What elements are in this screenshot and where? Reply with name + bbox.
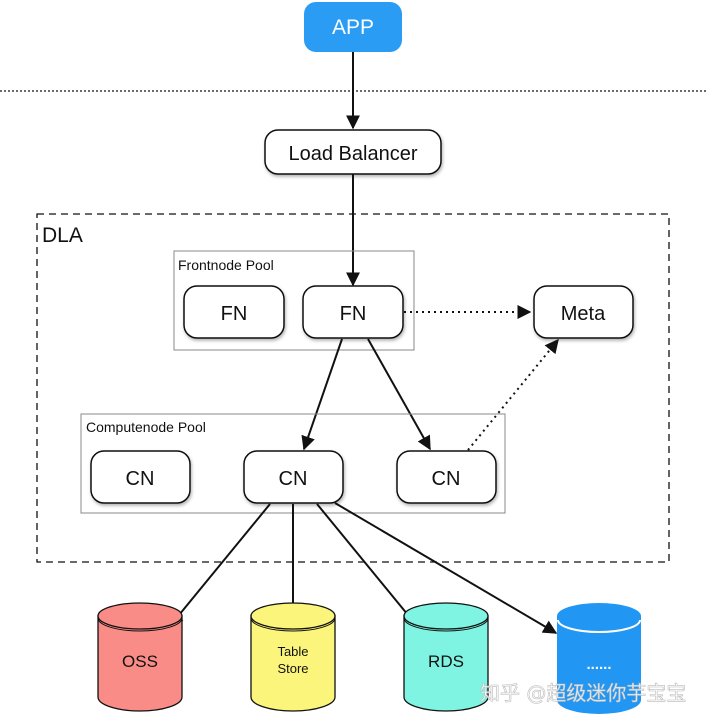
fn-node-1: FN: [183, 285, 285, 339]
cn-label: CN: [126, 468, 155, 490]
rds-label: RDS: [428, 652, 464, 671]
app-node: APP: [304, 2, 402, 52]
cn-label: CN: [279, 468, 308, 490]
other-storage: ......: [557, 603, 641, 714]
fn-box: [302, 285, 404, 339]
meta-node: Meta: [533, 285, 634, 339]
rds-cylinder-top: [403, 602, 489, 630]
cn-node-2: CN: [243, 450, 344, 504]
oss-storage: OSS: [97, 602, 183, 712]
arrow-cn-to-oss: [169, 503, 271, 628]
tablestore-cylinder-body: [250, 615, 336, 712]
computenode-pool-label: Computenode Pool: [86, 419, 206, 435]
cn-label: CN: [432, 468, 461, 490]
tablestore-storage: Table Store: [250, 602, 336, 712]
cn-node-3: CN: [396, 450, 497, 504]
rds-cylinder-rim: [403, 617, 489, 632]
load-balancer-node: Load Balancer: [264, 129, 442, 175]
app-box: [304, 2, 402, 52]
cn-box: [243, 450, 344, 504]
fn-box: [183, 285, 285, 339]
dla-label: DLA: [42, 224, 83, 247]
tablestore-label-line-1: Table: [277, 644, 308, 659]
tablestore-cylinder-top: [250, 602, 336, 630]
watermark: 知乎 @超级迷你芋宝宝: [480, 681, 686, 705]
oss-cylinder-top: [97, 602, 183, 630]
arrow-fn-to-cn-3: [367, 338, 431, 451]
other-label: ......: [586, 656, 611, 673]
other-cylinder-top: [557, 603, 641, 629]
other-cylinder-body: [557, 616, 641, 714]
oss-cylinder-body: [97, 615, 183, 712]
app-label: APP: [332, 16, 374, 39]
arrow-fn-to-cn-2: [301, 338, 343, 451]
cn-box: [396, 450, 497, 504]
tablestore-cylinder-rim: [250, 617, 336, 632]
arrow-cn-to-meta: [467, 338, 559, 451]
fn-node-2: FN: [302, 285, 404, 339]
tablestore-label-line-2: Store: [277, 661, 308, 676]
meta-box: [533, 285, 634, 339]
frontnode-pool-container: [173, 250, 415, 351]
cn-box: [90, 450, 191, 504]
frontnode-pool-label: Frontnode Pool: [178, 257, 274, 273]
load-balancer-label: Load Balancer: [289, 143, 418, 165]
other-cylinder-rim: [557, 619, 641, 633]
oss-label: OSS: [122, 652, 158, 671]
rds-cylinder-body: [403, 615, 489, 712]
arrow-cn-to-other: [334, 502, 558, 634]
oss-cylinder-rim: [97, 617, 183, 632]
cn-node-1: CN: [90, 450, 191, 504]
rds-storage: RDS: [403, 602, 489, 712]
arrow-cn-to-rds: [316, 503, 418, 628]
fn-label: FN: [340, 303, 367, 325]
meta-label: Meta: [561, 303, 606, 325]
fn-label: FN: [221, 303, 248, 325]
